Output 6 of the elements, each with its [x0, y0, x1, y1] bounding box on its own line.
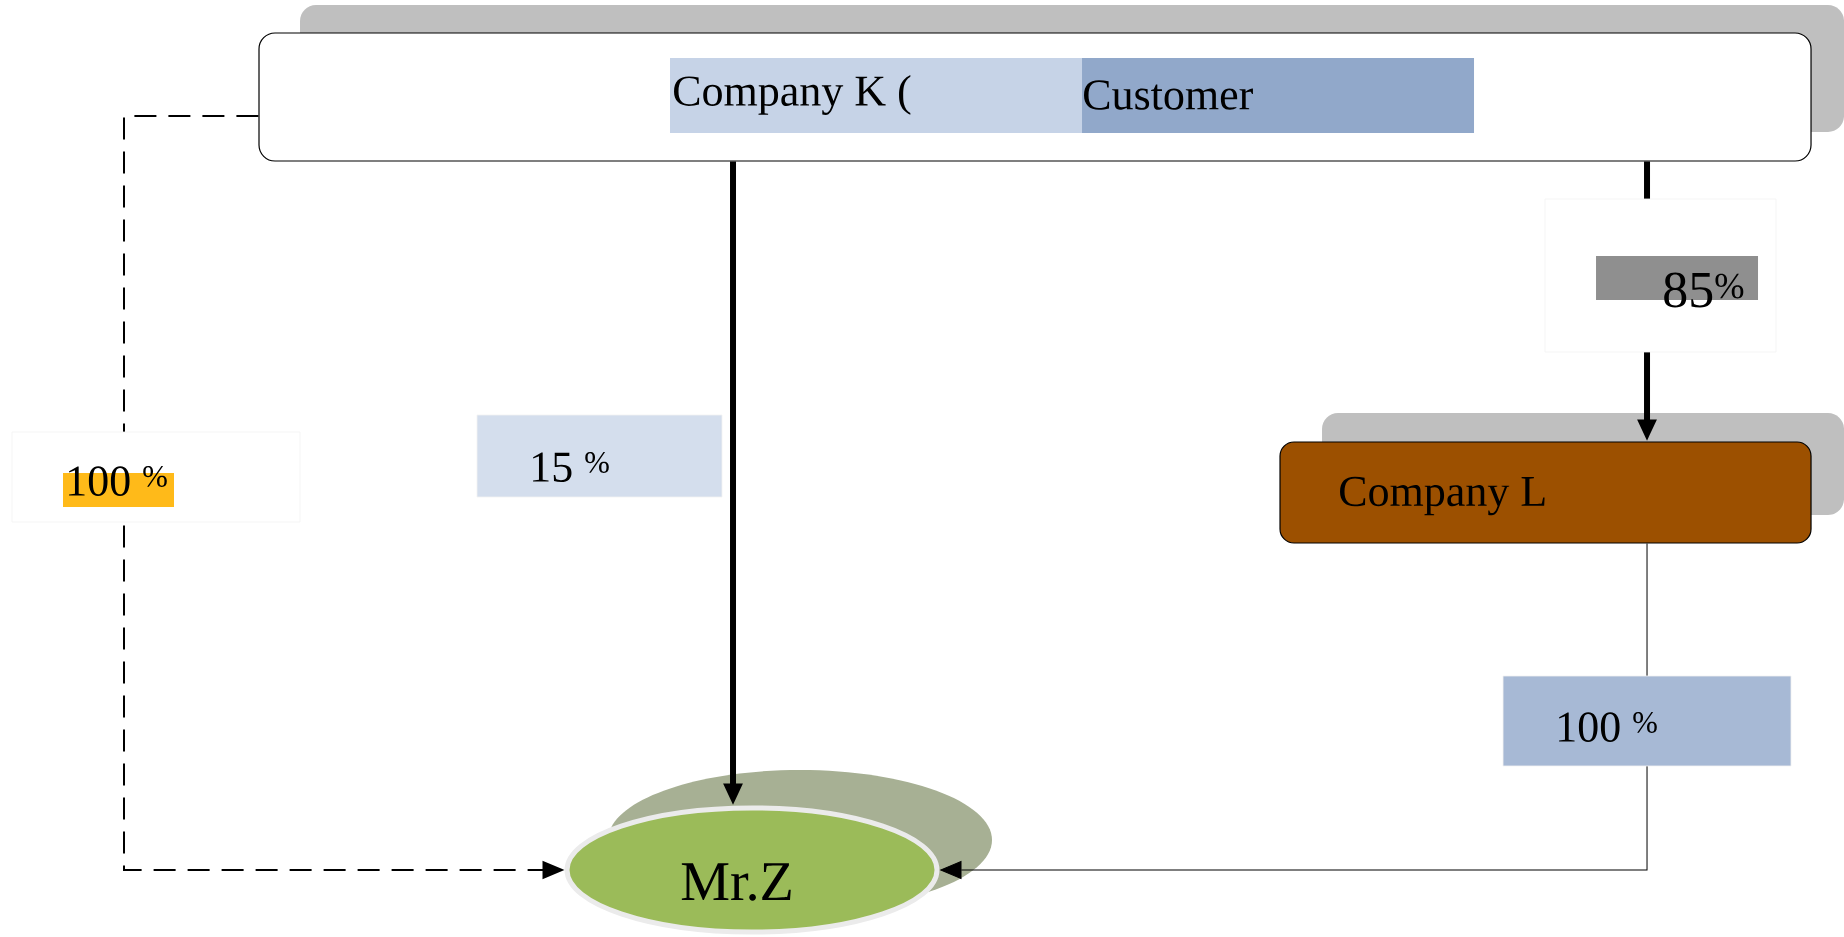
- arrow: [940, 543, 1648, 879]
- process-box: Company K ( Customer: [258, 32, 1812, 162]
- edge-label: 100 $^{%}$: [1502, 675, 1792, 767]
- edge-label: 85$^{%}$: [1544, 198, 1777, 353]
- process-box: Company L: [1279, 441, 1812, 544]
- edge-label: 15 $^{%}$: [476, 414, 723, 498]
